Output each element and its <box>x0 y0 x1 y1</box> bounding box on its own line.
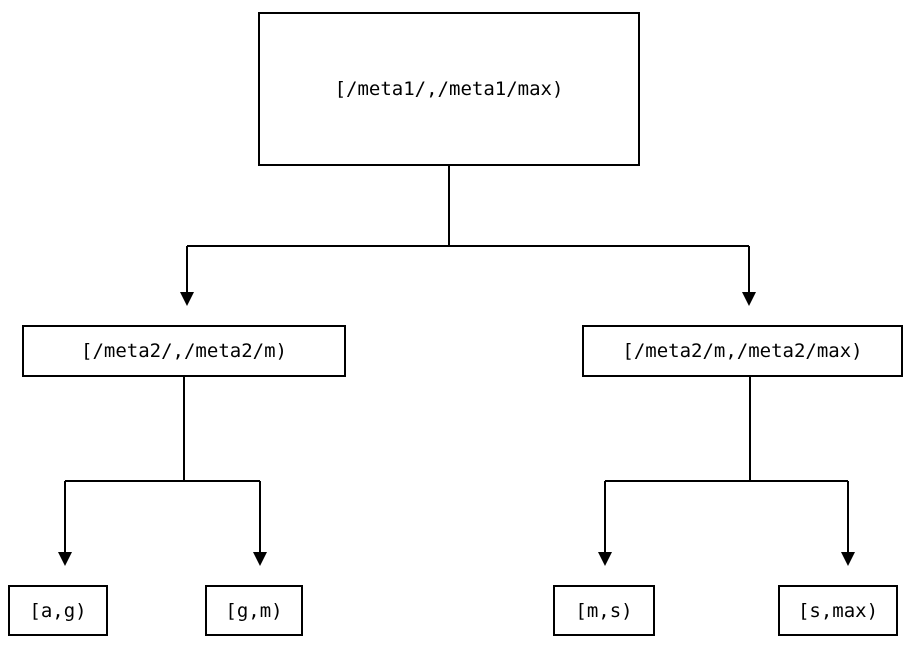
arrowhead-to-mid-left <box>180 292 194 306</box>
node-leaf-m-s[interactable]: [m,s) <box>553 585 655 636</box>
node-root-label: [/meta1/,/meta1/max) <box>334 78 564 100</box>
edge-root-to-mid-left <box>186 166 749 293</box>
edge-midright-to-leaf-ms <box>604 377 848 553</box>
node-leaf-s-max[interactable]: [s,max) <box>778 585 898 636</box>
node-leaf-m-s-label: [m,s) <box>575 599 633 622</box>
edge-midleft-to-leaf-ag <box>64 377 260 553</box>
node-mid-right-label: [/meta2/m,/meta2/max) <box>622 340 863 362</box>
node-leaf-g-m[interactable]: [g,m) <box>205 585 303 636</box>
arrowhead-to-leaf-ms <box>598 552 612 566</box>
arrowhead-to-mid-right <box>742 292 756 306</box>
node-mid-left-label: [/meta2/,/meta2/m) <box>81 340 287 362</box>
arrowhead-to-leaf-smax <box>841 552 855 566</box>
arrowhead-to-leaf-ag <box>58 552 72 566</box>
node-root[interactable]: [/meta1/,/meta1/max) <box>258 12 640 166</box>
node-leaf-g-m-label: [g,m) <box>225 599 283 622</box>
arrowhead-to-leaf-gm <box>253 552 267 566</box>
node-leaf-a-g-label: [a,g) <box>29 599 87 622</box>
node-mid-right[interactable]: [/meta2/m,/meta2/max) <box>582 325 903 377</box>
node-leaf-s-max-label: [s,max) <box>797 599 879 622</box>
node-mid-left[interactable]: [/meta2/,/meta2/m) <box>22 325 346 377</box>
node-leaf-a-g[interactable]: [a,g) <box>8 585 108 636</box>
